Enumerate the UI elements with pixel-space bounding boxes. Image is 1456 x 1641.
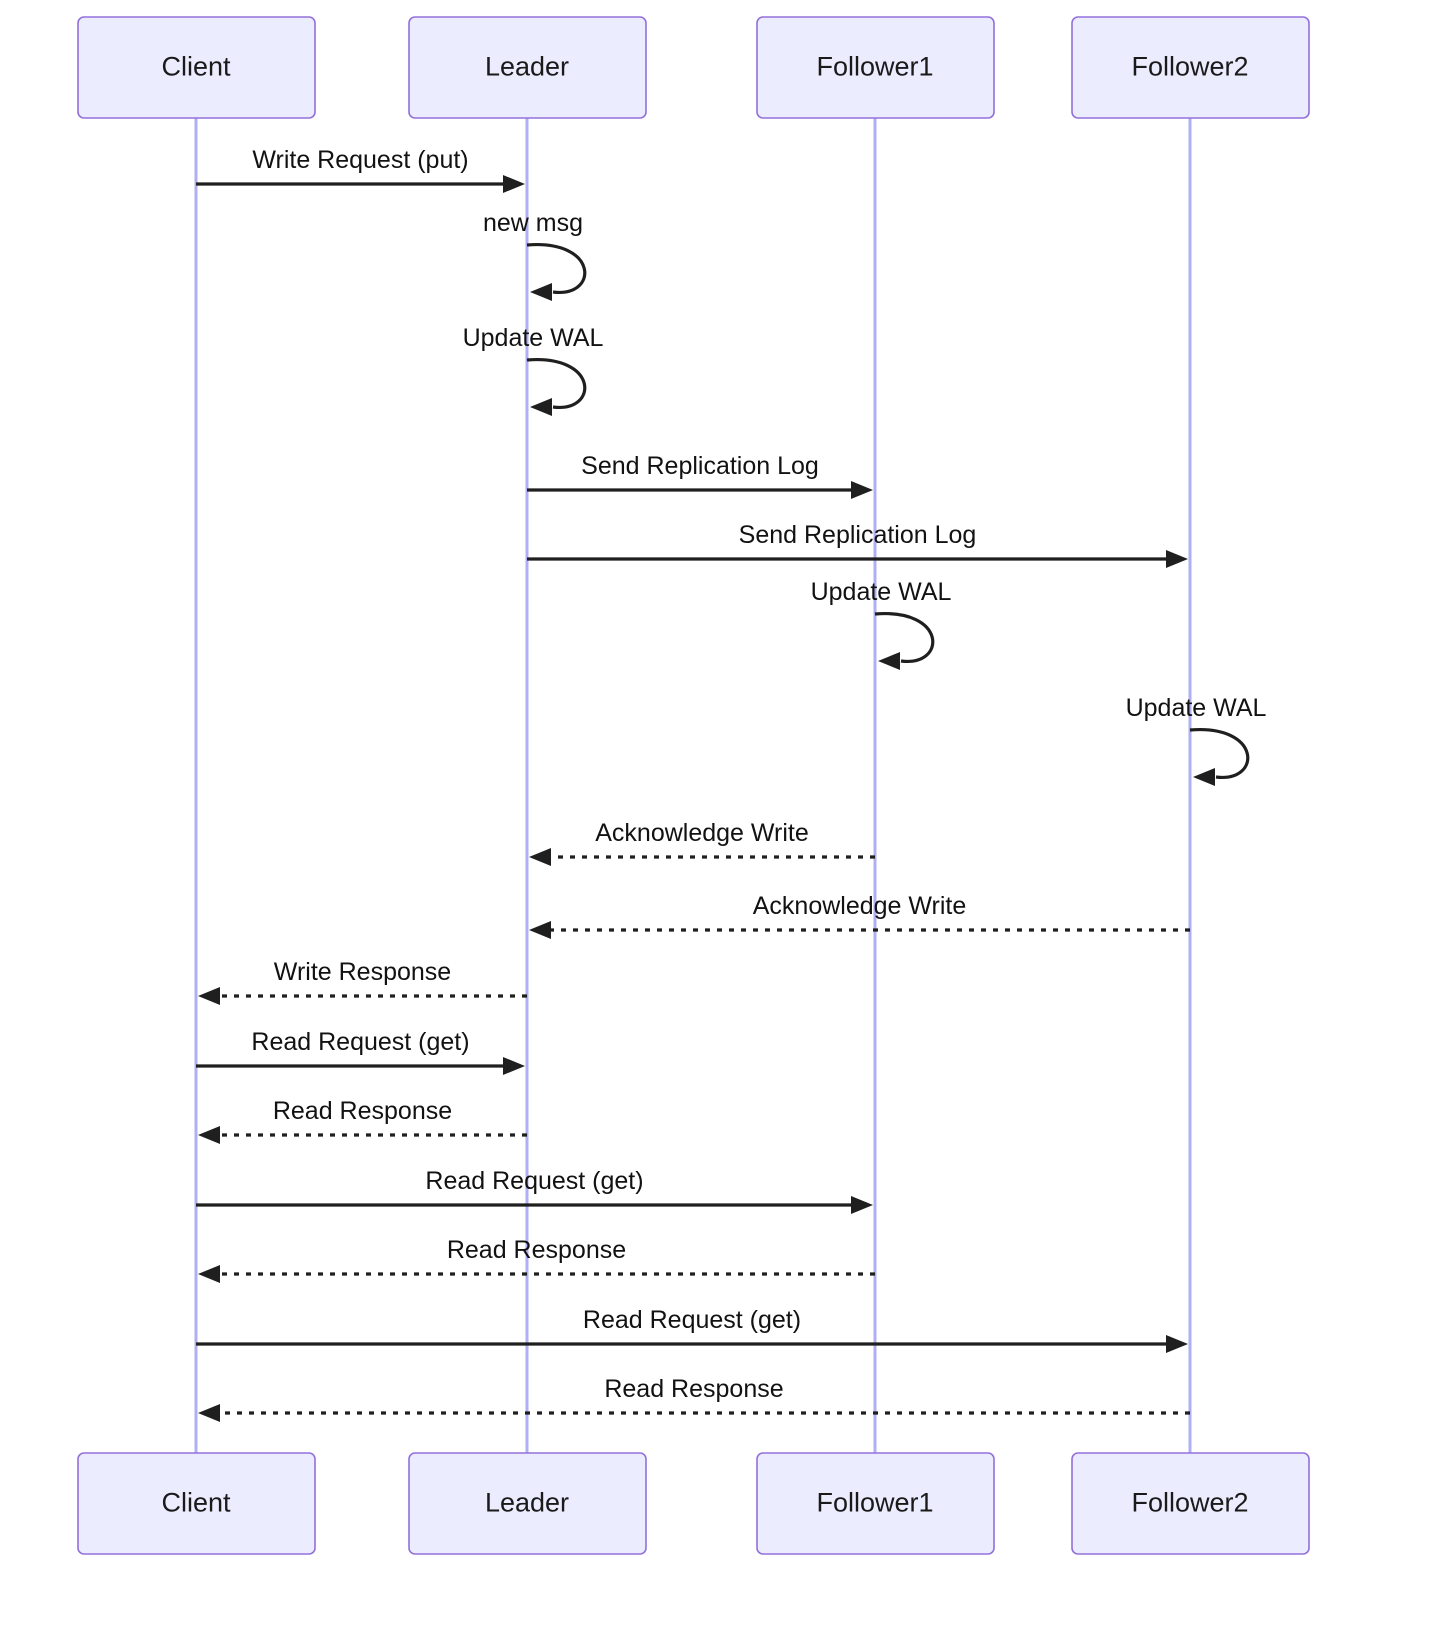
message-label: Read Response bbox=[273, 1097, 452, 1125]
message-loop-path bbox=[526, 358, 587, 409]
arrow-head bbox=[529, 921, 551, 939]
message-label: Acknowledge Write bbox=[753, 892, 967, 920]
participant-label-follower1: Follower1 bbox=[816, 1488, 933, 1518]
arrow-head bbox=[503, 1057, 525, 1075]
participant-box-follower2[interactable] bbox=[1071, 1452, 1310, 1555]
arrow-head bbox=[198, 987, 220, 1005]
message-label: Update WAL bbox=[1126, 694, 1267, 722]
message-loop-path bbox=[1189, 728, 1250, 779]
message-label: Read Request (get) bbox=[425, 1167, 643, 1195]
message-m6[interactable]: Update WAL bbox=[811, 578, 952, 670]
participant-box-leader[interactable] bbox=[408, 16, 647, 119]
arrow-head bbox=[1166, 550, 1188, 568]
message-label: Send Replication Log bbox=[739, 521, 977, 549]
participant-label-leader: Leader bbox=[485, 1488, 569, 1518]
lifelines-layer bbox=[194, 118, 1192, 1453]
participant-box-follower1[interactable] bbox=[756, 16, 995, 119]
message-m12[interactable]: Read Response bbox=[198, 1097, 527, 1144]
message-m8[interactable]: Acknowledge Write bbox=[529, 819, 875, 866]
participant-follower2-bottom[interactable]: Follower2 bbox=[1071, 1452, 1310, 1555]
participant-label-client: Client bbox=[161, 52, 231, 82]
message-label: Read Response bbox=[447, 1236, 626, 1264]
message-m2[interactable]: new msg bbox=[483, 209, 587, 301]
message-label: new msg bbox=[483, 209, 583, 237]
arrow-head bbox=[198, 1126, 220, 1144]
message-m1[interactable]: Write Request (put) bbox=[196, 146, 525, 193]
message-m7[interactable]: Update WAL bbox=[1126, 694, 1267, 786]
message-m5[interactable]: Send Replication Log bbox=[527, 521, 1188, 568]
message-m14[interactable]: Read Response bbox=[198, 1236, 875, 1283]
participant-leader-bottom[interactable]: Leader bbox=[408, 1452, 647, 1555]
participant-label-client: Client bbox=[161, 1488, 231, 1518]
message-label: Read Request (get) bbox=[583, 1306, 801, 1334]
participant-label-leader: Leader bbox=[485, 52, 569, 82]
participant-box-leader[interactable] bbox=[408, 1452, 647, 1555]
message-label: Write Request (put) bbox=[252, 146, 468, 174]
participant-client-bottom[interactable]: Client bbox=[77, 1452, 316, 1555]
message-loop-path bbox=[526, 243, 587, 294]
arrow-head bbox=[198, 1404, 220, 1422]
participant-follower2-top[interactable]: Follower2 bbox=[1071, 16, 1310, 119]
message-label: Read Request (get) bbox=[251, 1028, 469, 1056]
participant-follower1-bottom[interactable]: Follower1 bbox=[756, 1452, 995, 1555]
message-m11[interactable]: Read Request (get) bbox=[196, 1028, 525, 1075]
participant-box-follower2[interactable] bbox=[1071, 16, 1310, 119]
participant-box-client[interactable] bbox=[77, 1452, 316, 1555]
message-label: Read Response bbox=[604, 1375, 783, 1403]
arrow-head bbox=[1166, 1335, 1188, 1353]
participant-label-follower1: Follower1 bbox=[816, 52, 933, 82]
message-label: Update WAL bbox=[811, 578, 952, 606]
message-label: Write Response bbox=[274, 958, 451, 986]
message-m16[interactable]: Read Response bbox=[198, 1375, 1190, 1422]
participant-follower1-top[interactable]: Follower1 bbox=[756, 16, 995, 119]
participant-label-follower2: Follower2 bbox=[1131, 52, 1248, 82]
arrow-head bbox=[878, 652, 900, 670]
arrow-head bbox=[530, 283, 552, 301]
arrow-head bbox=[530, 398, 552, 416]
participant-leader-top[interactable]: Leader bbox=[408, 16, 647, 119]
message-m10[interactable]: Write Response bbox=[198, 958, 527, 1005]
arrow-head bbox=[503, 175, 525, 193]
message-m9[interactable]: Acknowledge Write bbox=[529, 892, 1190, 939]
message-label: Update WAL bbox=[463, 324, 604, 352]
message-label: Acknowledge Write bbox=[595, 819, 809, 847]
message-m13[interactable]: Read Request (get) bbox=[196, 1167, 873, 1214]
participant-box-follower1[interactable] bbox=[756, 1452, 995, 1555]
participants-layer: ClientClientLeaderLeaderFollower1Followe… bbox=[77, 16, 1310, 1555]
participant-box-client[interactable] bbox=[77, 16, 316, 119]
arrow-head bbox=[1193, 768, 1215, 786]
message-label: Send Replication Log bbox=[581, 452, 819, 480]
arrow-head bbox=[529, 848, 551, 866]
participant-client-top[interactable]: Client bbox=[77, 16, 316, 119]
message-m4[interactable]: Send Replication Log bbox=[527, 452, 873, 499]
arrow-head bbox=[851, 481, 873, 499]
message-m15[interactable]: Read Request (get) bbox=[196, 1306, 1188, 1353]
arrow-head bbox=[198, 1265, 220, 1283]
message-loop-path bbox=[874, 612, 935, 663]
message-m3[interactable]: Update WAL bbox=[463, 324, 604, 416]
participant-label-follower2: Follower2 bbox=[1131, 1488, 1248, 1518]
arrow-head bbox=[851, 1196, 873, 1214]
